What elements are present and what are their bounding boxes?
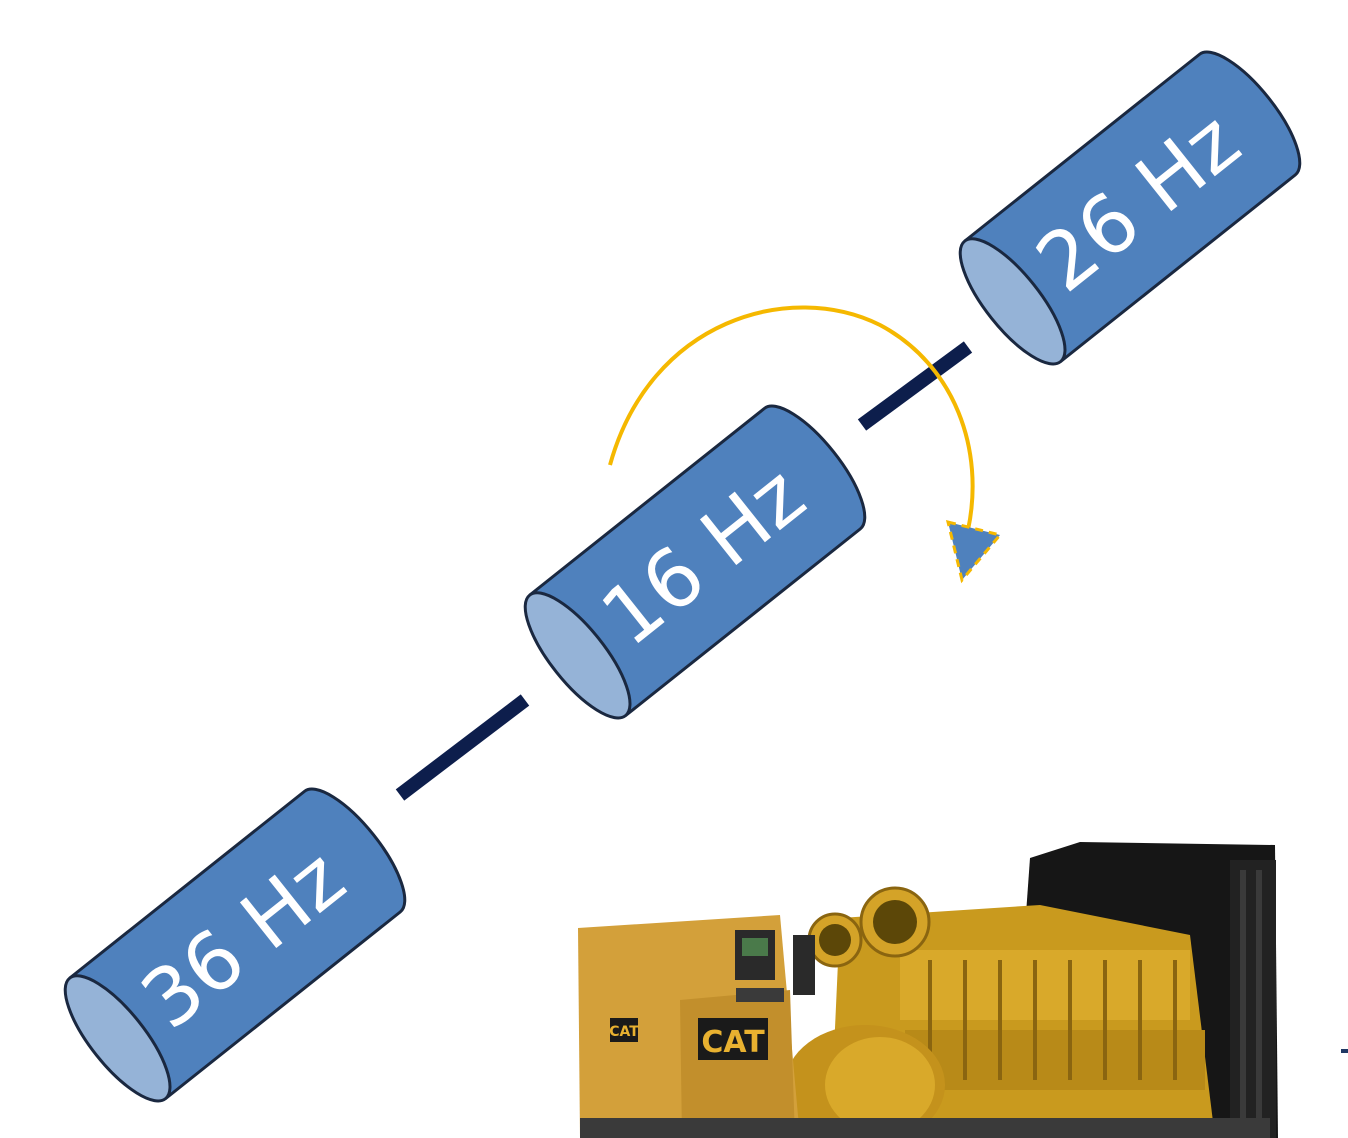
cylinder-26hz: 26 Hz: [958, 50, 1302, 366]
edge-mark: [1341, 1049, 1348, 1053]
generator-photo: CAT CAT: [512, 838, 1348, 1138]
engine-fins: [928, 960, 1177, 1080]
rotation-arrow: [608, 305, 1003, 584]
cat-badge-small: CAT: [609, 1024, 639, 1040]
shaft: [395, 341, 973, 801]
cylinder-16hz: 16 Hz: [523, 404, 867, 720]
cylinder-36hz: 36 Hz: [63, 787, 407, 1103]
cat-badge-large: CAT: [701, 1025, 765, 1060]
